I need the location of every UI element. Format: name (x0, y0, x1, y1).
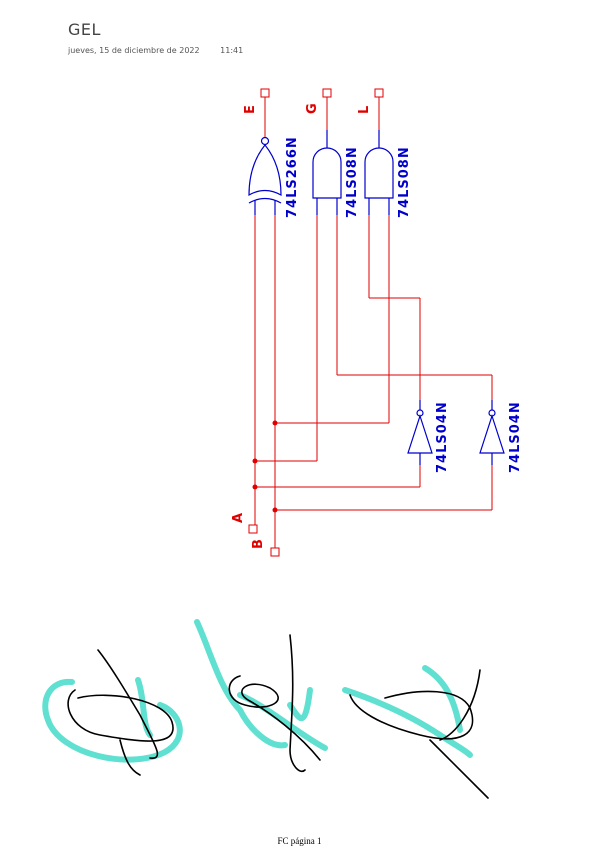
output-pin-g[interactable] (322, 88, 332, 98)
label-and2-chip: 74LS08N (397, 146, 412, 218)
page-title: GEL (68, 20, 101, 39)
label-not2-chip: 74LS04N (508, 401, 523, 473)
and-gate-1 (312, 130, 342, 215)
page-date: jueves, 15 de diciembre de 2022 (68, 46, 200, 55)
label-not1-chip: 74LS04N (435, 401, 450, 473)
not-gate-2 (479, 400, 505, 465)
page-timestamp: jueves, 15 de diciembre de 2022 11:41 (68, 46, 243, 55)
label-output-g: G (305, 103, 320, 114)
input-pin-a[interactable] (248, 524, 258, 534)
label-output-l: L (357, 106, 372, 114)
gates (248, 130, 505, 465)
junction-dots (252, 420, 278, 513)
scribbles (42, 619, 489, 799)
scribble-teal (42, 619, 473, 763)
xor-gate (248, 136, 282, 215)
label-input-a: A (231, 513, 246, 523)
label-xor-chip: 74LS266N (285, 136, 300, 218)
input-pin-b[interactable] (270, 547, 280, 557)
wires (248, 88, 493, 557)
and-gate-2 (364, 130, 394, 215)
scribble-black (67, 634, 489, 799)
page-footer: FC página 1 (277, 836, 322, 846)
not-gate-1 (407, 400, 433, 465)
output-pin-l[interactable] (374, 88, 384, 98)
label-output-e: E (243, 105, 258, 114)
page-time: 11:41 (220, 46, 244, 55)
label-input-b: B (251, 539, 266, 549)
output-pin-e[interactable] (260, 88, 270, 98)
label-and1-chip: 74LS08N (345, 146, 360, 218)
